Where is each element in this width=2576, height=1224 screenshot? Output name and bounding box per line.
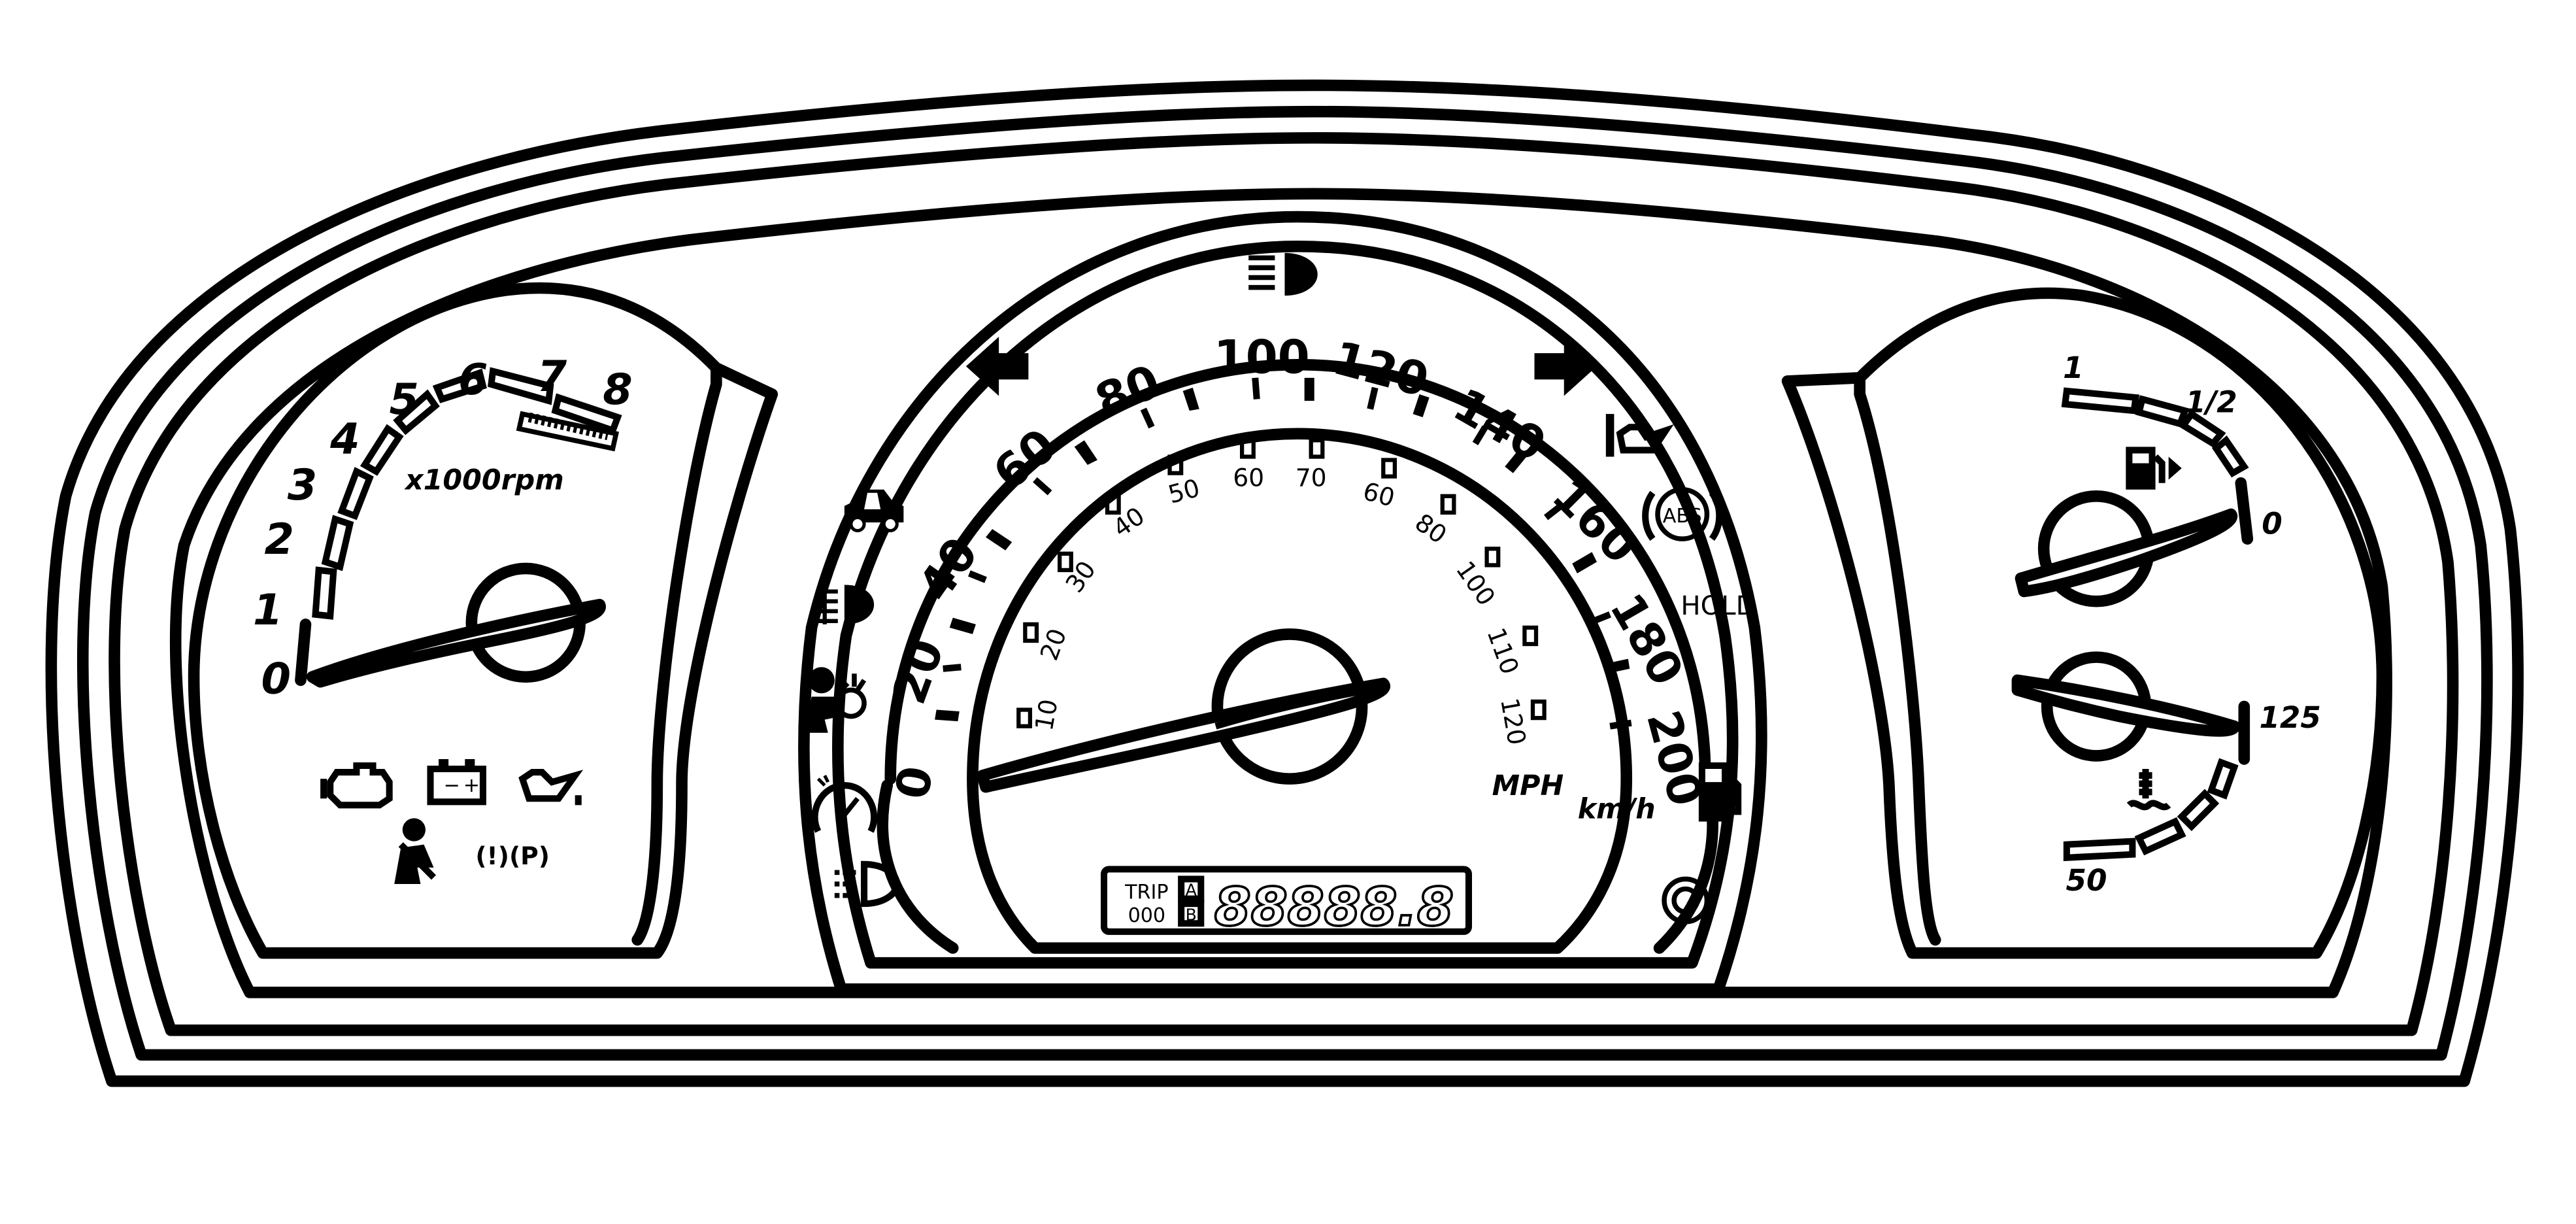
speed-label-60: 60 (983, 418, 1067, 501)
fuel-scale (2061, 387, 2254, 545)
mph-label-10: 10 (1029, 697, 1063, 733)
speedometer: 0 20 40 60 80 100 120 140 160 180 200 (798, 211, 1767, 995)
speed-label-140: 140 (1445, 378, 1554, 472)
trip-b-indicator: B (1186, 905, 1197, 924)
odometer-display: TRIP 000 A B 88888.8 (1100, 866, 1472, 939)
speed-label-40: 40 (908, 528, 988, 611)
hold-indicator: HOLD (1681, 591, 1756, 621)
tach-label-5: 5 (390, 375, 419, 424)
seatbelt-icon (394, 818, 437, 884)
tachometer: 0 1 2 3 4 5 6 7 8 x1000rpm − + (188, 282, 778, 959)
fuel-gauge-needle (2015, 508, 2237, 598)
abs-icon: ABS (1642, 486, 1723, 541)
trip-reset-button-icon[interactable] (1662, 876, 1710, 925)
tach-label-8: 8 (603, 365, 632, 415)
temp-label-low: 50 (2066, 863, 2107, 898)
high-beam-icon (1248, 252, 1318, 296)
coolant-temp-icon (2126, 769, 2171, 811)
airbag-icon (805, 667, 867, 733)
cluster-housing (45, 79, 2524, 1087)
inner-scale-ticks (1016, 438, 1547, 728)
mph-label-30: 30 (1060, 556, 1101, 598)
brake-icon: (!)(P) (475, 842, 550, 870)
trip-a-indicator: A (1186, 881, 1197, 900)
low-fuel-icon (2126, 447, 2182, 490)
svg-text:ABS: ABS (1663, 505, 1702, 528)
mph-unit: MPH (1492, 770, 1564, 802)
svg-text:(!)(P): (!)(P) (475, 842, 550, 870)
tach-label-3: 3 (288, 460, 317, 510)
speed-label-0: 0 (885, 762, 943, 803)
right-turn-icon (1534, 337, 1597, 396)
rear-fog-icon (834, 860, 901, 908)
tach-needle (306, 598, 606, 688)
tach-label-7: 7 (537, 352, 567, 401)
speed-label-120: 120 (1328, 331, 1434, 407)
fuel-label-full: 1 (2063, 350, 2083, 385)
mph-label-60b: 60 (1360, 477, 1398, 513)
odometer-value: 88888.8 (1214, 876, 1454, 938)
svg-text:−: − (444, 774, 460, 797)
mph-label-60: 60 (1233, 464, 1264, 492)
cruise-icon (811, 774, 878, 833)
mph-label-50: 50 (1165, 473, 1203, 509)
fuel-temp-gauges: 1 1/2 0 125 50 (1781, 287, 2388, 959)
fuel-warning-icon (1698, 762, 1742, 822)
kmh-unit: km/h (1578, 792, 1656, 825)
temp-label-high: 125 (2259, 700, 2320, 735)
mph-label-70: 70 (1296, 464, 1327, 492)
mph-label-40: 40 (1108, 502, 1150, 543)
oil-pressure-icon (518, 769, 584, 806)
tach-unit: x1000rpm (404, 464, 564, 497)
fuel-label-half: 1/2 (2185, 385, 2237, 420)
mph-label-20: 20 (1035, 625, 1073, 664)
trip-counter: 000 (1128, 904, 1166, 927)
mph-label-120: 120 (1495, 696, 1531, 747)
svg-text:+: + (463, 774, 480, 797)
tach-label-6: 6 (458, 355, 488, 405)
speed-label-100: 100 (1214, 330, 1310, 384)
battery-icon: − + (427, 758, 486, 806)
left-turn-icon (965, 337, 1029, 396)
tach-label-0: 0 (261, 654, 291, 704)
tach-label-2: 2 (265, 515, 294, 564)
tach-label-4: 4 (329, 414, 360, 464)
tach-label-1: 1 (253, 585, 282, 635)
check-engine-icon (320, 762, 393, 809)
temp-scale (2063, 700, 2250, 862)
temp-gauge-needle (2011, 674, 2241, 737)
door-ajar-icon (844, 489, 904, 533)
front-fog-icon (818, 585, 875, 624)
service-icon (1605, 414, 1674, 457)
fuel-label-empty: 0 (2262, 507, 2282, 541)
tach-scale (295, 367, 622, 687)
mph-label-110: 110 (1481, 624, 1524, 678)
trip-label: TRIP (1124, 881, 1168, 904)
outer-scale-ticks (935, 377, 1632, 730)
